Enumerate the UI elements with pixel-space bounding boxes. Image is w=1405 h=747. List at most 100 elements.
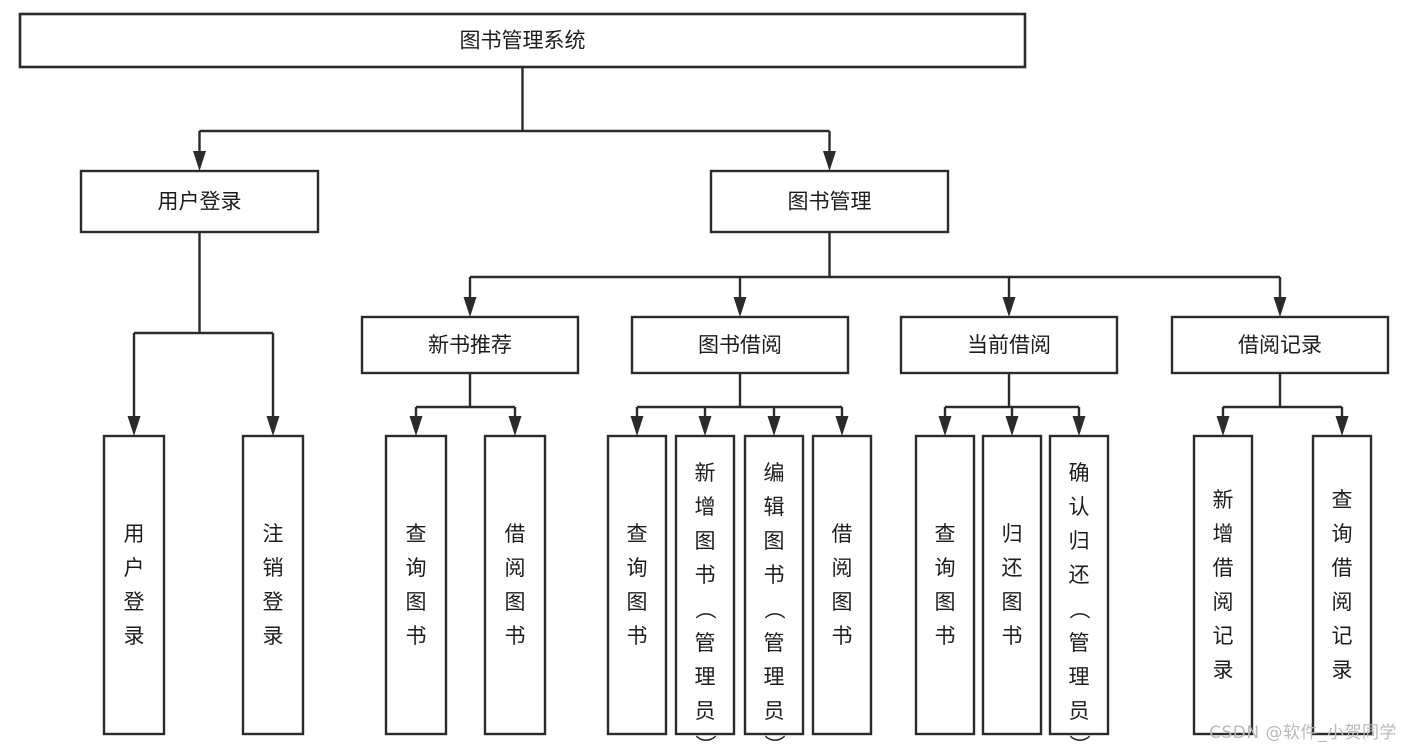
node-leaf-borrow-book-2[interactable]: 借阅图书借阅图书 <box>811 434 873 736</box>
node-label-char: 编 <box>764 461 785 485</box>
node-label: 借阅记录 <box>1238 333 1322 357</box>
node-label-char: 增 <box>695 495 716 519</box>
node-label-char: 图 <box>764 529 785 553</box>
node-box <box>709 169 950 234</box>
node-leaf-user-login[interactable]: 用户登录用户登录 <box>102 434 166 736</box>
node-label-char: 管 <box>764 631 785 655</box>
connector-arrowhead <box>823 151 836 171</box>
node-label-char: 查 <box>1332 488 1353 512</box>
connector-lines-layer <box>127 67 1349 436</box>
node-leaf-borrow-book-1[interactable]: 借阅图书借阅图书 <box>483 434 547 736</box>
node-records[interactable]: 借阅记录 <box>1170 315 1390 375</box>
node-label-char: 图 <box>1002 590 1023 614</box>
node-label-char: 询 <box>935 556 956 580</box>
node-label: 图书管理 <box>788 190 872 214</box>
node-label-char: 户 <box>124 556 145 580</box>
node-current[interactable]: 当前借阅 <box>899 315 1119 375</box>
node-box <box>1311 434 1373 736</box>
node-label-char: 还 <box>1002 556 1023 580</box>
node-login[interactable]: 用户登录 <box>79 169 320 234</box>
node-borrow[interactable]: 图书借阅 <box>630 315 850 375</box>
node-label: 新书推荐 <box>428 333 512 357</box>
node-label-char: 书 <box>935 624 956 648</box>
node-label-char: 还 <box>1069 563 1090 587</box>
node-label-char: 书 <box>406 624 427 648</box>
node-label-char: 用 <box>124 522 145 546</box>
node-box <box>1170 315 1390 375</box>
connector-arrowhead <box>630 416 644 436</box>
node-label-char: 增 <box>1213 522 1234 546</box>
node-label-char: 书 <box>764 563 785 587</box>
node-label: 用户登录 <box>158 190 242 214</box>
node-label-char: 阅 <box>832 556 853 580</box>
node-box <box>811 434 873 736</box>
connector-arrowhead <box>733 297 747 317</box>
node-label-char: 阅 <box>1213 590 1234 614</box>
node-label-char: 销 <box>263 556 284 580</box>
node-label-char: 书 <box>627 624 648 648</box>
connector-arrowhead <box>193 151 206 171</box>
node-boxes-layer: 图书管理系统用户登录图书管理新书推荐图书借阅当前借阅借阅记录用户登录用户登录注销… <box>18 12 1390 747</box>
connector-arrowhead <box>1335 416 1349 436</box>
node-leaf-add-record[interactable]: 新增借阅记录新增借阅记录 <box>1192 434 1254 736</box>
node-label-char: 归 <box>1069 529 1090 553</box>
node-label-char: 图 <box>695 529 716 553</box>
node-label-char: 员 <box>764 699 785 723</box>
node-label-char: 图 <box>935 590 956 614</box>
node-newbook[interactable]: 新书推荐 <box>360 315 580 375</box>
node-leaf-query-book-2[interactable]: 查询图书查询图书 <box>606 434 668 736</box>
node-label-char: 询 <box>406 556 427 580</box>
connector-arrowhead <box>1072 416 1086 436</box>
node-label-char: 查 <box>406 522 427 546</box>
node-label-char: 理 <box>764 665 785 689</box>
node-label-char: 认 <box>1069 495 1090 519</box>
node-box <box>1048 434 1110 736</box>
node-label-char: 图 <box>406 590 427 614</box>
node-label-char: 注 <box>263 522 284 546</box>
node-box <box>18 12 1027 69</box>
connector-arrowhead <box>409 416 423 436</box>
node-label-char: 询 <box>1332 522 1353 546</box>
node-leaf-return-book[interactable]: 归还图书归还图书 <box>981 434 1043 736</box>
node-label-char: （ <box>1067 599 1091 620</box>
node-label-char: 管 <box>1069 631 1090 655</box>
node-label-char: 询 <box>627 556 648 580</box>
connector-arrowhead <box>508 416 522 436</box>
node-label: 当前借阅 <box>967 333 1051 357</box>
node-label-char: 图 <box>627 590 648 614</box>
node-label-char: 理 <box>1069 665 1090 689</box>
watermark-text: CSDN @软件_小贺同学 <box>1209 723 1397 743</box>
node-label-char: 记 <box>1213 624 1234 648</box>
node-root[interactable]: 图书管理系统 <box>18 12 1027 69</box>
node-label-char: 登 <box>124 590 145 614</box>
node-label-char: 员 <box>695 699 716 723</box>
node-label-char: ） <box>693 735 717 747</box>
node-label-char: 书 <box>1002 624 1023 648</box>
connector-arrowhead <box>1002 297 1016 317</box>
node-label-char: 书 <box>695 563 716 587</box>
node-bookmgmt[interactable]: 图书管理 <box>709 169 950 234</box>
node-label-char: 阅 <box>1332 590 1353 614</box>
node-leaf-query-record[interactable]: 查询借阅记录查询借阅记录 <box>1311 434 1373 736</box>
node-label-char: 新 <box>1213 488 1234 512</box>
connector-arrowhead <box>1005 416 1019 436</box>
node-leaf-query-book-1[interactable]: 查询图书查询图书 <box>384 434 448 736</box>
node-label: 图书借阅 <box>698 333 782 357</box>
node-label-char: 查 <box>935 522 956 546</box>
node-box <box>360 315 580 375</box>
node-box <box>384 434 448 736</box>
node-leaf-query-book-3[interactable]: 查询图书查询图书 <box>914 434 976 736</box>
node-leaf-user-logout[interactable]: 注销登录注销登录 <box>241 434 305 736</box>
node-box <box>483 434 547 736</box>
node-label: 图书管理系统 <box>460 29 586 53</box>
connector-arrowhead <box>1273 297 1287 317</box>
node-label-char: 记 <box>1332 624 1353 648</box>
node-label-char: ） <box>1067 735 1091 747</box>
node-label-char: （ <box>762 599 786 620</box>
node-box <box>914 434 976 736</box>
